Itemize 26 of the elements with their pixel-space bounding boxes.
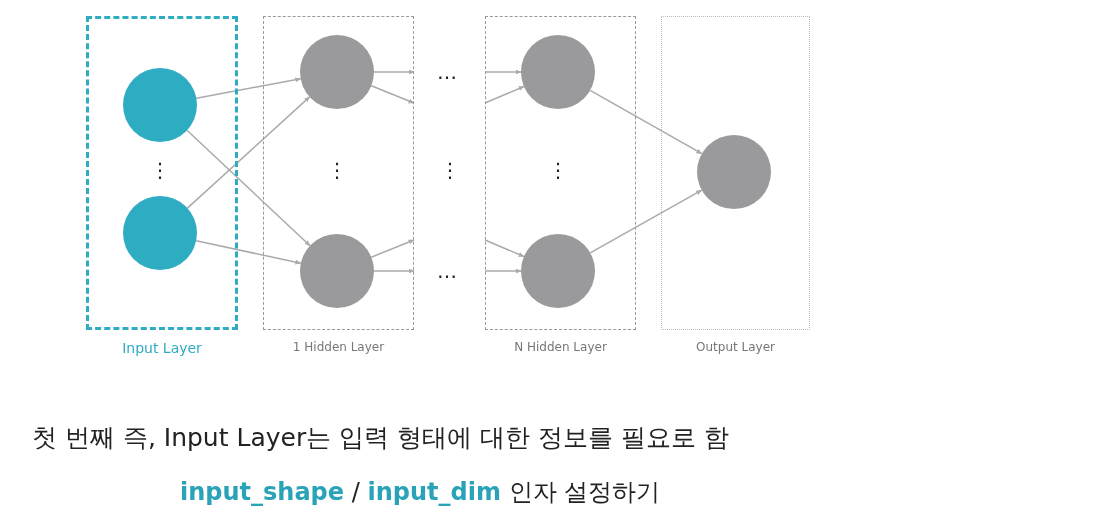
arrow — [370, 239, 415, 258]
arrow — [484, 69, 522, 75]
arrow — [186, 96, 311, 209]
arrow — [370, 85, 415, 104]
layer-label: 1 Hidden Layer — [291, 340, 386, 354]
ellipsis-mark: ⋮ — [150, 158, 170, 182]
layer-label: Input Layer — [121, 340, 203, 356]
arrow — [195, 240, 302, 265]
arrow — [484, 239, 525, 258]
layer-label: Output Layer — [695, 340, 776, 354]
ellipsis-mark: ⋮ — [327, 158, 347, 182]
arrow — [589, 89, 703, 155]
layer-label: N Hidden Layer — [513, 340, 608, 354]
arrow — [373, 69, 415, 75]
ellipsis-mark: ⋮ — [548, 158, 568, 182]
arrow — [484, 85, 525, 104]
arrow — [373, 268, 415, 274]
arrow — [484, 268, 522, 274]
arrow — [589, 189, 703, 254]
arrow — [186, 129, 311, 247]
ellipsis-mark: … — [437, 259, 457, 283]
ellipsis-mark: … — [437, 60, 457, 84]
caption-text: input_shape / input_dim 인자 설정하기 — [180, 477, 661, 508]
arrow — [195, 77, 302, 99]
caption-text: 첫 번째 즉, Input Layer는 입력 형태에 대한 정보를 필요로 함 — [32, 421, 729, 454]
ellipsis-mark: ⋮ — [440, 158, 460, 182]
